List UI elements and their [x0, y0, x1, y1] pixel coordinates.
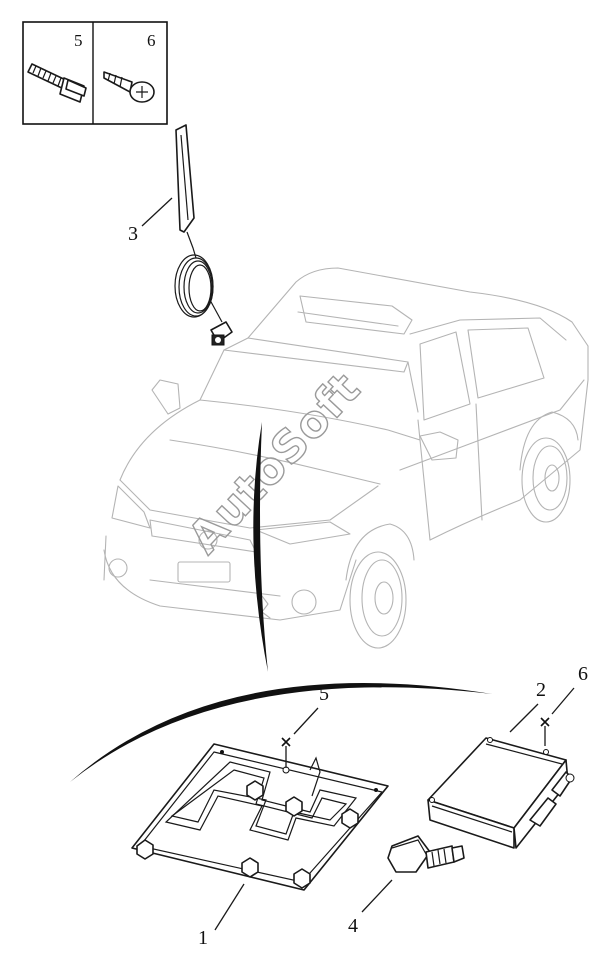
fastener-marker-6 — [540, 687, 575, 746]
bolt-icon — [27, 63, 87, 103]
inset-label-6: 6 — [147, 31, 156, 50]
car-outline — [103, 267, 589, 649]
fastener-marker-5 — [281, 707, 319, 768]
callout-2: 2 — [536, 679, 546, 701]
callout-5: 5 — [319, 683, 329, 705]
inset-label-5: 5 — [74, 31, 83, 50]
callout-6: 6 — [578, 663, 588, 685]
module-item-2 — [427, 737, 575, 849]
watermark-text: AutoSoft — [179, 363, 371, 564]
bracket-item-1 — [131, 743, 389, 891]
antenna-item-3 — [174, 124, 233, 346]
nut-icon — [136, 780, 359, 889]
callout-3: 3 — [128, 223, 138, 245]
curved-leader — [253, 422, 268, 672]
fastener-inset: 5 6 — [22, 21, 168, 125]
callout-1: 1 — [198, 927, 208, 949]
screw-icon — [103, 71, 155, 103]
sensor-item-4 — [387, 835, 465, 873]
callout-4: 4 — [348, 915, 358, 937]
